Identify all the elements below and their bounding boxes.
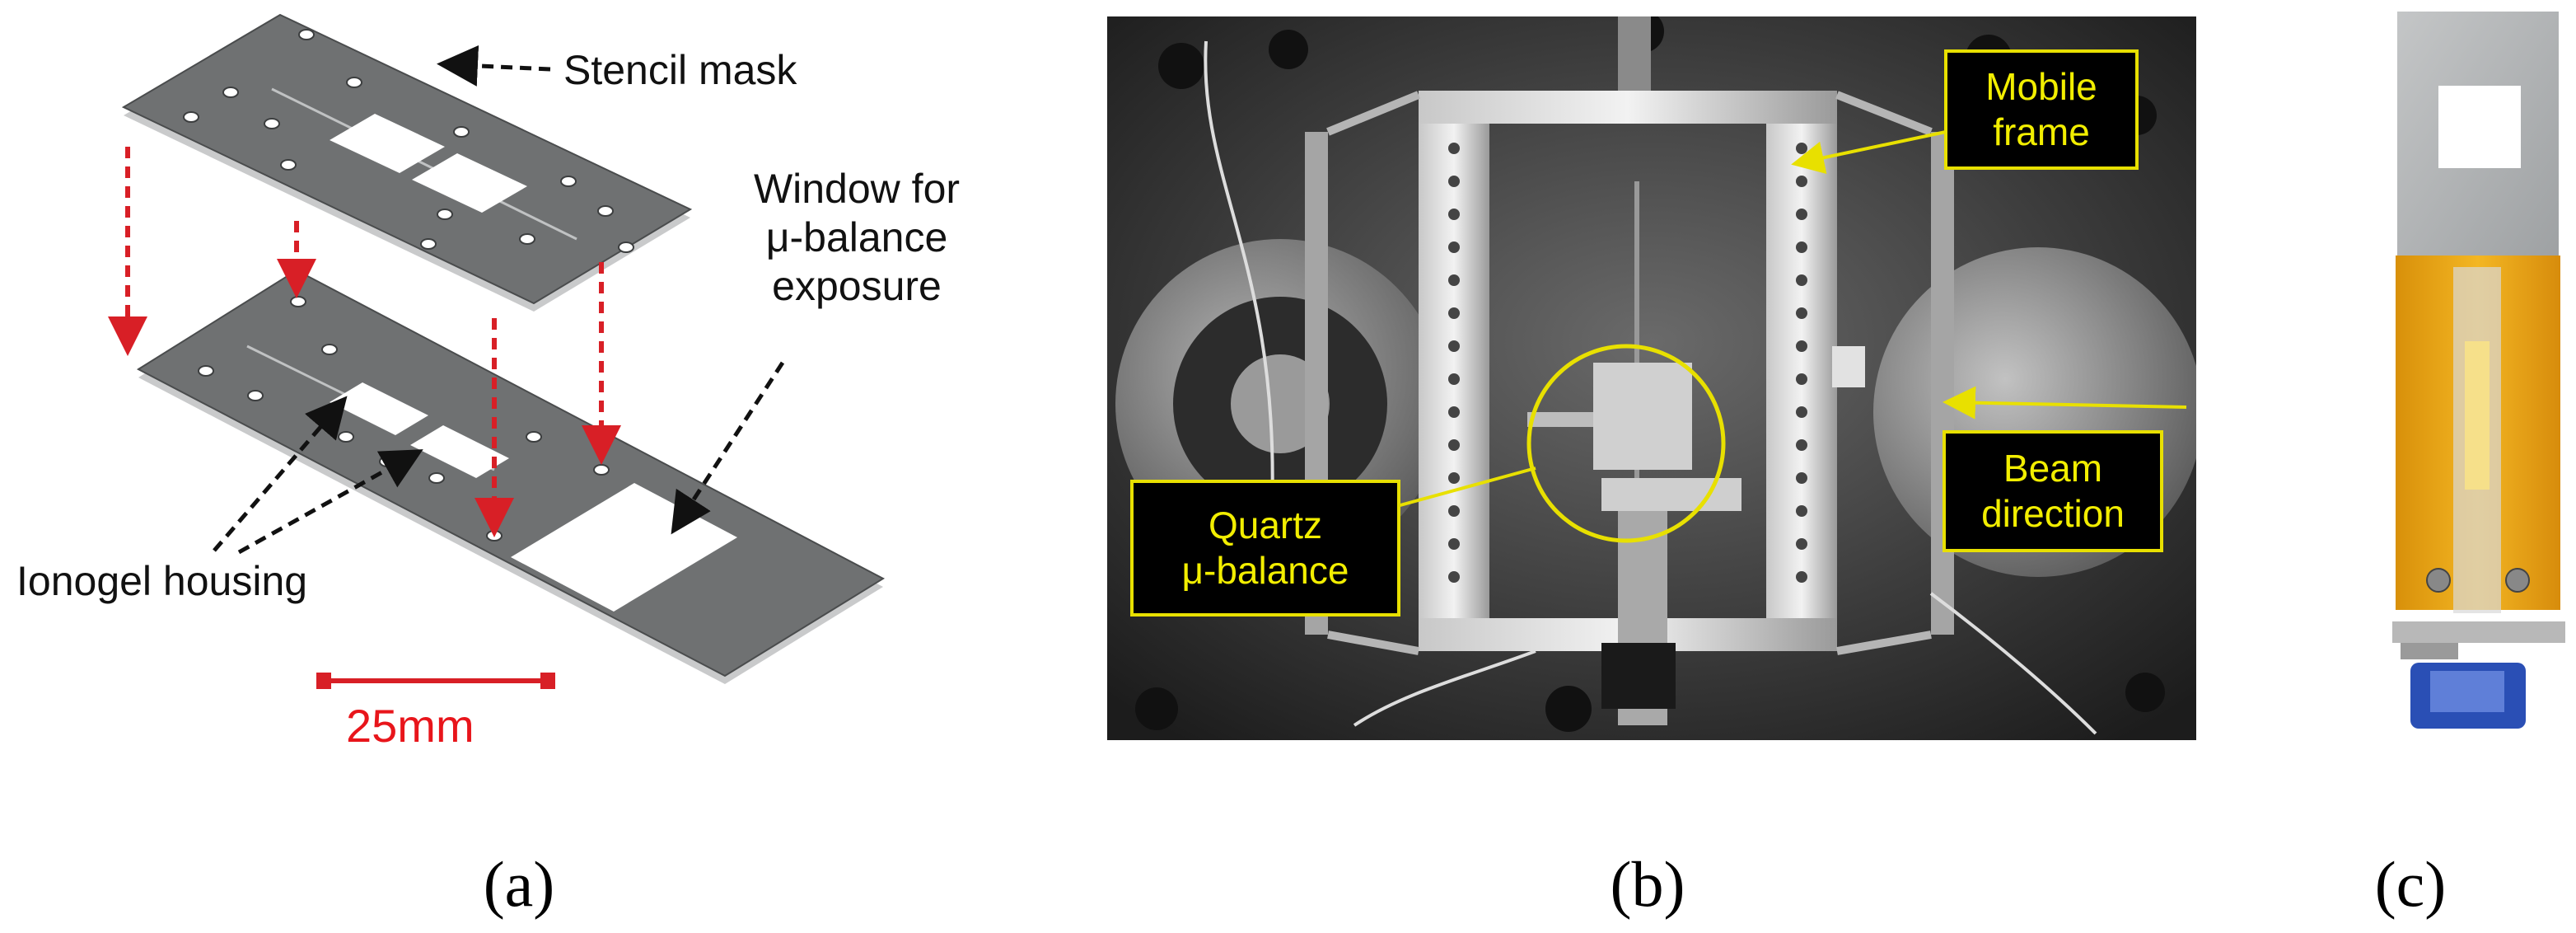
beam-direction-line1: Beam xyxy=(2003,446,2103,490)
panel-b: Mobile frame Beam direction Quartz μ-bal… xyxy=(1107,16,2196,740)
panel-a: Stencil mask Window for μ-balance exposu… xyxy=(0,0,989,824)
beam-direction-line2: direction xyxy=(1981,492,2125,535)
leader-arrows xyxy=(213,45,785,555)
panel-c xyxy=(2373,12,2576,737)
alignment-arrows xyxy=(108,147,621,537)
base-plate xyxy=(136,269,886,684)
stencil-mask-label: Stencil mask xyxy=(563,47,797,93)
mobile-frame-line2: frame xyxy=(1993,110,2090,153)
mobile-frame-label: Mobile frame xyxy=(1944,49,2139,170)
quartz-balance-label: Quartz μ-balance xyxy=(1130,480,1400,617)
scale-bar-label: 25mm xyxy=(346,700,475,752)
stencil-exploded-drawing xyxy=(108,13,886,689)
quartz-line1: Quartz xyxy=(1208,503,1323,546)
caption-b: (b) xyxy=(1610,848,1685,920)
beam-direction-label: Beam direction xyxy=(1943,430,2163,552)
ionogel-housing-label: Ionogel housing xyxy=(16,558,308,604)
window-label-line2: μ-balance xyxy=(765,214,948,260)
window-label-line3: exposure xyxy=(772,263,942,309)
scale-bar xyxy=(316,673,555,689)
holder-photo xyxy=(2392,12,2565,729)
stencil-mask-plate xyxy=(121,13,693,312)
caption-a: (a) xyxy=(483,848,555,920)
mobile-frame-line1: Mobile xyxy=(1985,64,2097,108)
window-label: Window for μ-balance exposure xyxy=(708,165,1005,311)
quartz-line2: μ-balance xyxy=(1181,549,1349,592)
window-label-line1: Window for xyxy=(753,166,961,212)
caption-c: (c) xyxy=(2374,848,2447,920)
